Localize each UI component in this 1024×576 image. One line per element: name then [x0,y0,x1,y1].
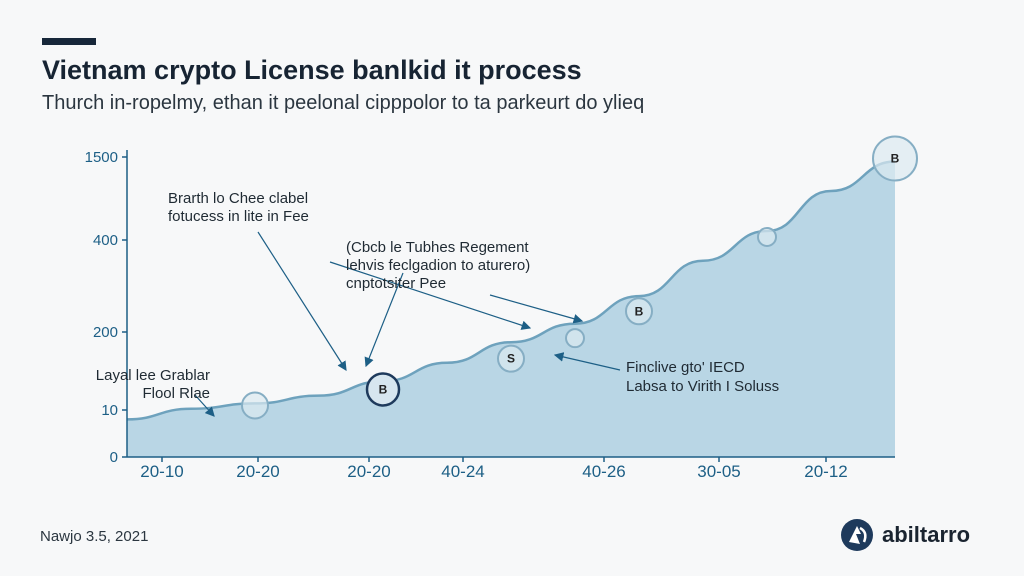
x-tick-label: 20-12 [804,462,847,481]
data-point-marker [565,328,585,349]
x-tick-group: 20-10 20-20 20-20 40-24 40-26 30-05 20-12 [140,457,848,481]
data-point-marker [241,391,269,420]
data-point-marker [625,297,653,326]
annotation-text: Brarth lo Chee clabel [168,190,308,207]
x-tick-label: 30-05 [697,462,740,481]
annotation-text: Flool Rlae [142,385,210,402]
x-tick-label: 40-24 [441,462,484,481]
annotation-text: (Cbcb le Tubhes Regement [346,239,529,256]
y-tick-group: 1500 400 200 10 0 [85,149,127,466]
annotation-text: Layal lee Grablar [96,367,210,384]
data-point-marker [365,372,401,407]
x-tick-label: 20-10 [140,462,183,481]
arrow-group [194,231,621,417]
area-fill [127,161,895,457]
y-tick-label: 0 [110,449,118,466]
brand[interactable]: abiltarro [840,518,970,552]
marker-label: B [635,304,644,318]
annotation-text: Finclive gto' IECD [626,359,745,376]
y-tick-label: 400 [93,232,118,249]
marker-label: S [507,352,515,366]
annotation-arrow [257,231,347,372]
brand-logo-icon [841,519,873,551]
data-point-marker [757,226,777,247]
annotation-arrow [489,294,584,324]
marker-group: B S B B [241,135,918,420]
y-tick-label: 200 [93,324,118,341]
annotation-arrow [194,394,215,417]
annotation-text: Labsa to Virith I Soluss [626,378,779,395]
marker-label: B [379,382,388,396]
x-tick-label: 20-20 [347,462,390,481]
marker-label: B [891,152,900,166]
annotation-text: cnptotsiter Pee [346,275,446,292]
x-tick-label: 40-26 [582,462,625,481]
brand-name: abiltarro [882,522,971,547]
x-tick-label: 20-20 [236,462,279,481]
data-point-marker [872,135,918,182]
annotation-arrow [364,272,404,368]
data-point-marker [497,344,525,373]
y-tick-label: 10 [101,402,118,419]
annotation-arrow [329,261,532,330]
annotation-arrow [553,352,621,371]
footer-date: Nawjo 3.5, 2021 [40,528,149,545]
chart-subtitle: Thurch in-ropelmy, ethan it peelonal cip… [42,92,645,114]
chart-title: Vietnam crypto License banlkid it proces… [42,55,582,85]
title-accent-bar [42,38,96,45]
annotation-text: lehvis feclgadion to aturero) [346,257,530,274]
y-tick-label: 1500 [85,149,118,166]
annotation-text: fotucess in lite in Fee [168,208,309,225]
